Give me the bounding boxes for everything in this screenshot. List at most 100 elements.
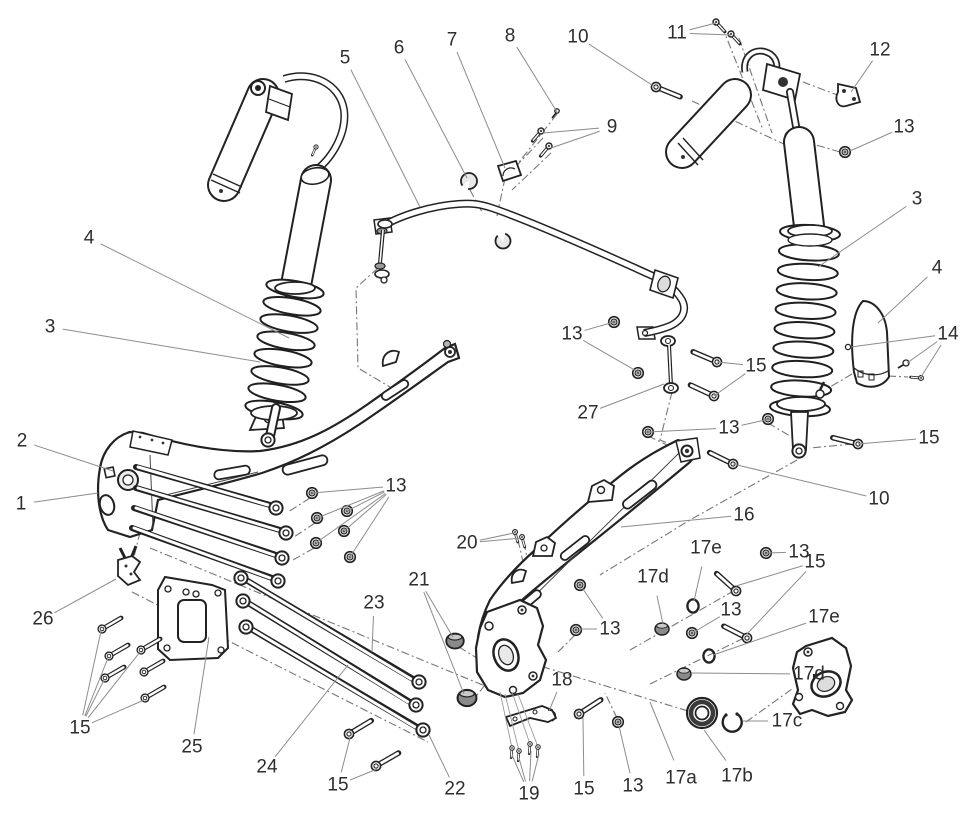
part-number-label: 25 <box>181 737 202 758</box>
left-spring-anchor <box>244 278 325 421</box>
sensor-bracket <box>117 545 142 587</box>
part-number-label: 17e <box>690 538 722 559</box>
leader-line <box>315 493 386 544</box>
part-number-label: 7 <box>447 30 458 51</box>
leader-line <box>849 131 893 152</box>
wheel-bearing <box>685 696 719 730</box>
fasteners <box>97 16 864 773</box>
leader-line <box>920 344 942 378</box>
o-ring-17e <box>686 598 700 614</box>
leader-line <box>340 737 351 773</box>
part-number-label: 15 <box>327 775 348 796</box>
leader-line <box>588 43 656 88</box>
leader-line <box>691 672 791 675</box>
leader-line <box>689 32 732 36</box>
part-number-label: 2 <box>17 431 28 452</box>
part-number-label: 5 <box>340 48 351 69</box>
part-number-label: 19 <box>518 784 539 805</box>
leader-line <box>62 328 261 363</box>
leader-line <box>857 438 917 445</box>
leader-line <box>479 532 515 541</box>
guard-bracket-18 <box>504 705 558 728</box>
leader-line <box>85 679 105 717</box>
leader-line <box>713 373 746 397</box>
leader-line <box>550 130 600 149</box>
leader-line <box>350 69 421 208</box>
leader-line <box>746 571 807 635</box>
part-number-label: 12 <box>869 40 890 61</box>
bushing-17d <box>676 667 692 681</box>
part-number-label: 3 <box>912 189 923 210</box>
leader-line <box>87 651 141 719</box>
leader-line <box>511 754 525 783</box>
part-number-label: 27 <box>577 403 598 424</box>
leader-line <box>850 60 874 93</box>
leader-line <box>311 486 384 494</box>
leader-line <box>531 753 540 782</box>
part-number-label: 13 <box>718 418 739 439</box>
bushing-17d <box>654 622 670 636</box>
leader-line <box>316 490 385 519</box>
leader-line <box>274 664 349 758</box>
rear-knuckle <box>791 636 854 718</box>
part-number-label: 20 <box>456 533 477 554</box>
leader-line <box>548 691 558 712</box>
leader-line <box>343 494 387 532</box>
leader-line <box>817 205 907 268</box>
part-number-label: 6 <box>394 38 405 59</box>
part-number-label: 10 <box>868 489 889 510</box>
leader-line <box>693 616 721 633</box>
part-number-label: 26 <box>32 609 53 630</box>
leader-line <box>649 701 675 761</box>
leader-line <box>91 699 145 724</box>
leader-line <box>906 341 938 364</box>
leader-line <box>193 636 210 735</box>
leader-line <box>693 566 703 602</box>
leader-line <box>732 463 867 497</box>
part-number-label: 13 <box>561 324 582 345</box>
snap-ring <box>721 712 743 733</box>
part-number-label: 23 <box>363 593 384 614</box>
mount-plate <box>157 575 230 662</box>
part-number-label: 15 <box>69 718 90 739</box>
part-number-label: 8 <box>505 26 516 47</box>
lower-link-rods <box>233 570 431 738</box>
leader-line <box>582 588 604 619</box>
leader-line <box>346 491 385 512</box>
part-number-label: 22 <box>444 779 465 800</box>
leader-line <box>84 657 109 717</box>
part-number-label: 24 <box>256 757 278 778</box>
right-shock-absorber <box>665 47 841 459</box>
part-number-label: 13 <box>385 476 406 497</box>
leader-line <box>456 51 506 169</box>
mud-guard <box>844 299 925 388</box>
clamp-12 <box>835 82 862 108</box>
leader-line <box>647 428 717 433</box>
part-number-label: 15 <box>745 356 766 377</box>
left-shock-absorber <box>207 72 349 448</box>
leader-line <box>582 717 585 777</box>
part-number-label: 1 <box>16 494 27 515</box>
leader-line <box>618 725 631 774</box>
part-number-label: 13 <box>599 619 620 640</box>
sway-bar <box>373 108 689 340</box>
leader-line <box>529 750 532 782</box>
leader-line <box>82 630 102 716</box>
o-ring-17e <box>702 648 716 664</box>
left-end-link <box>374 219 393 284</box>
right-end-link <box>660 335 679 394</box>
leader-line <box>766 551 787 554</box>
leader-line <box>33 492 99 503</box>
right-spring-anchor <box>769 223 841 418</box>
part-number-label: 17d <box>793 664 825 685</box>
part-number-label: 4 <box>84 228 95 249</box>
right-trailing-arm <box>476 437 701 647</box>
leader-line <box>34 444 114 472</box>
leader-line <box>349 768 378 781</box>
leader-line <box>479 537 522 543</box>
leader-line <box>599 383 665 409</box>
leader-line <box>716 361 744 366</box>
